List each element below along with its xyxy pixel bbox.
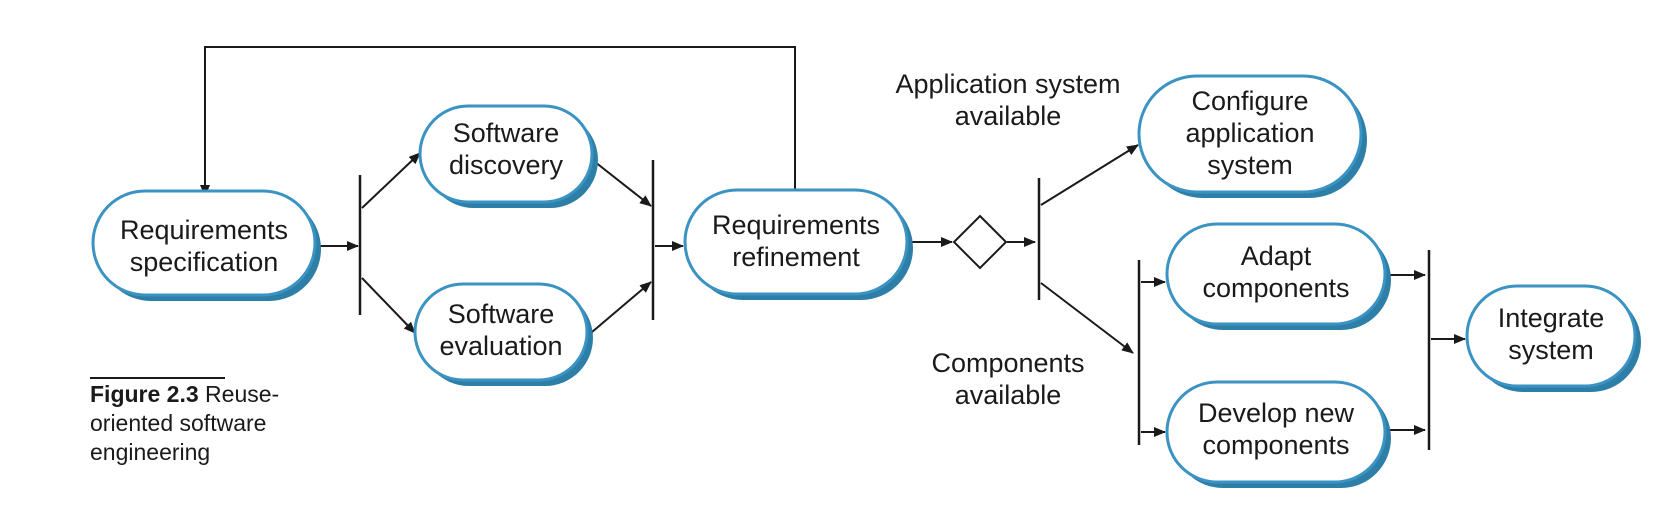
figure-number: Figure 2.3 (90, 381, 199, 407)
node-label-line1: Software (448, 299, 555, 329)
node-software-evaluation: Software evaluation (413, 282, 593, 386)
node-label-line2: discovery (449, 150, 564, 180)
node-software-discovery: Software discovery (418, 104, 598, 208)
node-label-line1: Develop new (1198, 398, 1355, 428)
figure-title: Reuse-oriented software engineering (90, 381, 280, 465)
node-label-line3: system (1207, 150, 1293, 180)
guard-label-line1: Components (931, 348, 1084, 378)
edge-fork-to-component-fork (1040, 282, 1134, 354)
caption-rule (90, 377, 225, 379)
edges (200, 46, 1466, 437)
node-label-line1: Adapt (1241, 241, 1312, 271)
decision-diamond (952, 214, 1008, 270)
edge-fork-to-configure (1040, 144, 1139, 206)
node-label-line1: Requirements (120, 215, 288, 245)
edge-refinement-to-specification (200, 46, 796, 197)
edge-discovery-to-join (589, 157, 652, 207)
node-label-line1: Configure (1191, 86, 1308, 116)
edge-fork-to-discovery (361, 152, 421, 209)
node-label-line1: Integrate (1498, 303, 1605, 333)
guard-label-line2: available (955, 380, 1062, 410)
guard-application-system-available: Application system available (895, 69, 1120, 131)
node-label-line2: evaluation (439, 331, 562, 361)
node-label-line2: components (1202, 273, 1349, 303)
node-requirements-specification: Requirements specification (91, 189, 321, 301)
guard-label-line1: Application system (895, 69, 1120, 99)
node-label-line1: Software (453, 118, 560, 148)
edge-evaluation-to-join (584, 281, 652, 339)
node-label-line1: Requirements (712, 210, 880, 240)
node-label-line2: system (1508, 335, 1594, 365)
node-integrate-system: Integrate system (1465, 284, 1641, 392)
guard-label-line2: available (955, 101, 1062, 131)
edge-fork-to-evaluation (361, 277, 416, 334)
node-adapt-components: Adapt components (1165, 222, 1391, 330)
guard-components-available: Components available (931, 348, 1084, 410)
node-label-line2: application (1185, 118, 1314, 148)
node-configure-application-system: Configure application system (1137, 74, 1367, 198)
node-label-line2: specification (130, 247, 279, 277)
sync-bars (358, 160, 1431, 450)
figure-caption: Figure 2.3 Reuse-oriented software engin… (90, 380, 350, 467)
node-requirements-refinement: Requirements refinement (683, 188, 913, 300)
node-label-line2: refinement (732, 242, 860, 272)
node-label-line2: components (1202, 430, 1349, 460)
node-develop-new-components: Develop new components (1165, 380, 1391, 488)
